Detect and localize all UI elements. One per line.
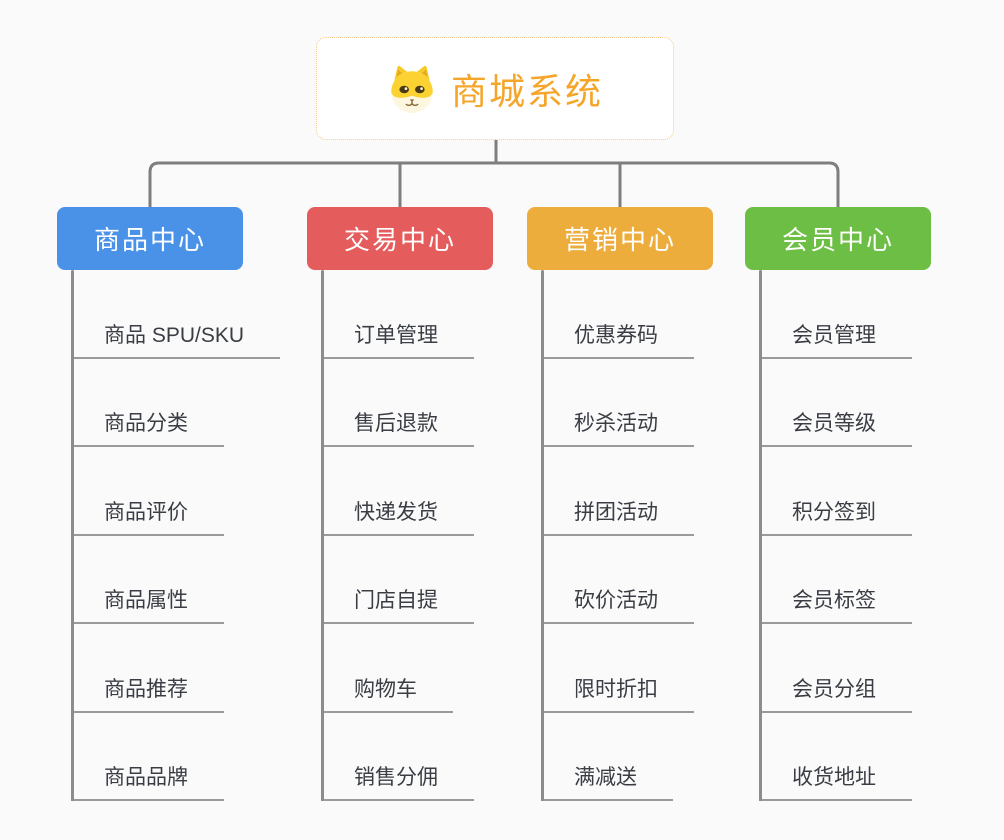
- leaf-label: 商品分类: [71, 407, 224, 447]
- branch-node-product-center[interactable]: 商品中心: [57, 207, 243, 270]
- leaf-node-product-attribute[interactable]: 商品属性: [71, 536, 311, 624]
- leaf-label: 商品推荐: [71, 673, 224, 713]
- leaf-node-order-management[interactable]: 订单管理: [321, 270, 561, 359]
- leaf-node-limited-time-discount[interactable]: 限时折扣: [541, 624, 781, 713]
- branch-node-marketing-center[interactable]: 营销中心: [527, 207, 713, 270]
- leaf-label: 满减送: [541, 761, 673, 801]
- leaf-label: 门店自提: [321, 584, 474, 624]
- leaf-node-sales-commission[interactable]: 销售分佣: [321, 713, 561, 801]
- leaf-node-flash-sale[interactable]: 秒杀活动: [541, 359, 781, 447]
- leaf-node-store-pickup[interactable]: 门店自提: [321, 536, 561, 624]
- leaf-label: 砍价活动: [541, 584, 694, 624]
- leaf-label: 商品属性: [71, 584, 224, 624]
- leaf-label: 会员分组: [759, 673, 912, 713]
- dog-face-icon: [391, 65, 433, 113]
- branch-node-member-center[interactable]: 会员中心: [745, 207, 931, 270]
- branch-label: 商品中心: [93, 225, 206, 255]
- leaf-label: 会员管理: [759, 319, 912, 359]
- leaf-node-member-group[interactable]: 会员分组: [759, 624, 999, 713]
- children-column-trade-center: 订单管理 售后退款 快递发货 门店自提 购物车 销售分佣: [321, 270, 561, 801]
- branch-label: 会员中心: [781, 225, 894, 255]
- children-column-marketing-center: 优惠券码 秒杀活动 拼团活动 砍价活动 限时折扣 满减送: [541, 270, 781, 801]
- leaf-label: 收货地址: [759, 761, 912, 801]
- leaf-node-shipping-address[interactable]: 收货地址: [759, 713, 999, 801]
- leaf-label: 售后退款: [321, 407, 474, 447]
- leaf-node-express-delivery[interactable]: 快递发货: [321, 447, 561, 536]
- leaf-label: 快递发货: [321, 496, 474, 536]
- leaf-label: 商品品牌: [71, 761, 224, 801]
- leaf-label: 商品 SPU/SKU: [71, 319, 281, 359]
- leaf-node-full-reduction[interactable]: 满减送: [541, 713, 781, 801]
- leaf-label: 限时折扣: [541, 673, 694, 713]
- leaf-node-bargain-activity[interactable]: 砍价活动: [541, 536, 781, 624]
- children-column-product-center: 商品 SPU/SKU 商品分类 商品评价 商品属性 商品推荐 商品品牌: [71, 270, 311, 801]
- children-column-member-center: 会员管理 会员等级 积分签到 会员标签 会员分组 收货地址: [759, 270, 999, 801]
- leaf-node-product-spu-sku[interactable]: 商品 SPU/SKU: [71, 270, 311, 359]
- branch-rail-line: [148, 161, 840, 207]
- leaf-node-points-checkin[interactable]: 积分签到: [759, 447, 999, 536]
- leaf-node-product-category[interactable]: 商品分类: [71, 359, 311, 447]
- leaf-node-product-brand[interactable]: 商品品牌: [71, 713, 311, 801]
- column-tree-line: [71, 270, 74, 801]
- leaf-node-member-level[interactable]: 会员等级: [759, 359, 999, 447]
- leaf-label: 会员等级: [759, 407, 912, 447]
- leaf-label: 订单管理: [321, 319, 474, 359]
- leaf-label: 商品评价: [71, 496, 224, 536]
- leaf-label: 会员标签: [759, 584, 912, 624]
- leaf-label: 购物车: [321, 673, 453, 713]
- column-tree-line: [541, 270, 544, 801]
- leaf-node-group-buy[interactable]: 拼团活动: [541, 447, 781, 536]
- leaf-node-product-recommend[interactable]: 商品推荐: [71, 624, 311, 713]
- leaf-node-after-sale-refund[interactable]: 售后退款: [321, 359, 561, 447]
- root-node-mall-system[interactable]: 商城系统: [316, 37, 674, 140]
- leaf-label: 优惠券码: [541, 319, 694, 359]
- leaf-node-shopping-cart[interactable]: 购物车: [321, 624, 561, 713]
- column-tree-line: [321, 270, 324, 801]
- branch-label: 营销中心: [563, 225, 676, 255]
- column-tree-line: [759, 270, 762, 801]
- branch-label: 交易中心: [343, 225, 456, 255]
- leaf-node-member-management[interactable]: 会员管理: [759, 270, 999, 359]
- leaf-label: 秒杀活动: [541, 407, 694, 447]
- leaf-node-member-tag[interactable]: 会员标签: [759, 536, 999, 624]
- root-node-label: 商城系统: [450, 70, 603, 112]
- leaf-label: 积分签到: [759, 496, 912, 536]
- leaf-label: 销售分佣: [321, 761, 474, 801]
- branch-node-trade-center[interactable]: 交易中心: [307, 207, 493, 270]
- leaf-label: 拼团活动: [541, 496, 694, 536]
- leaf-node-coupon-code[interactable]: 优惠券码: [541, 270, 781, 359]
- leaf-node-product-review[interactable]: 商品评价: [71, 447, 311, 536]
